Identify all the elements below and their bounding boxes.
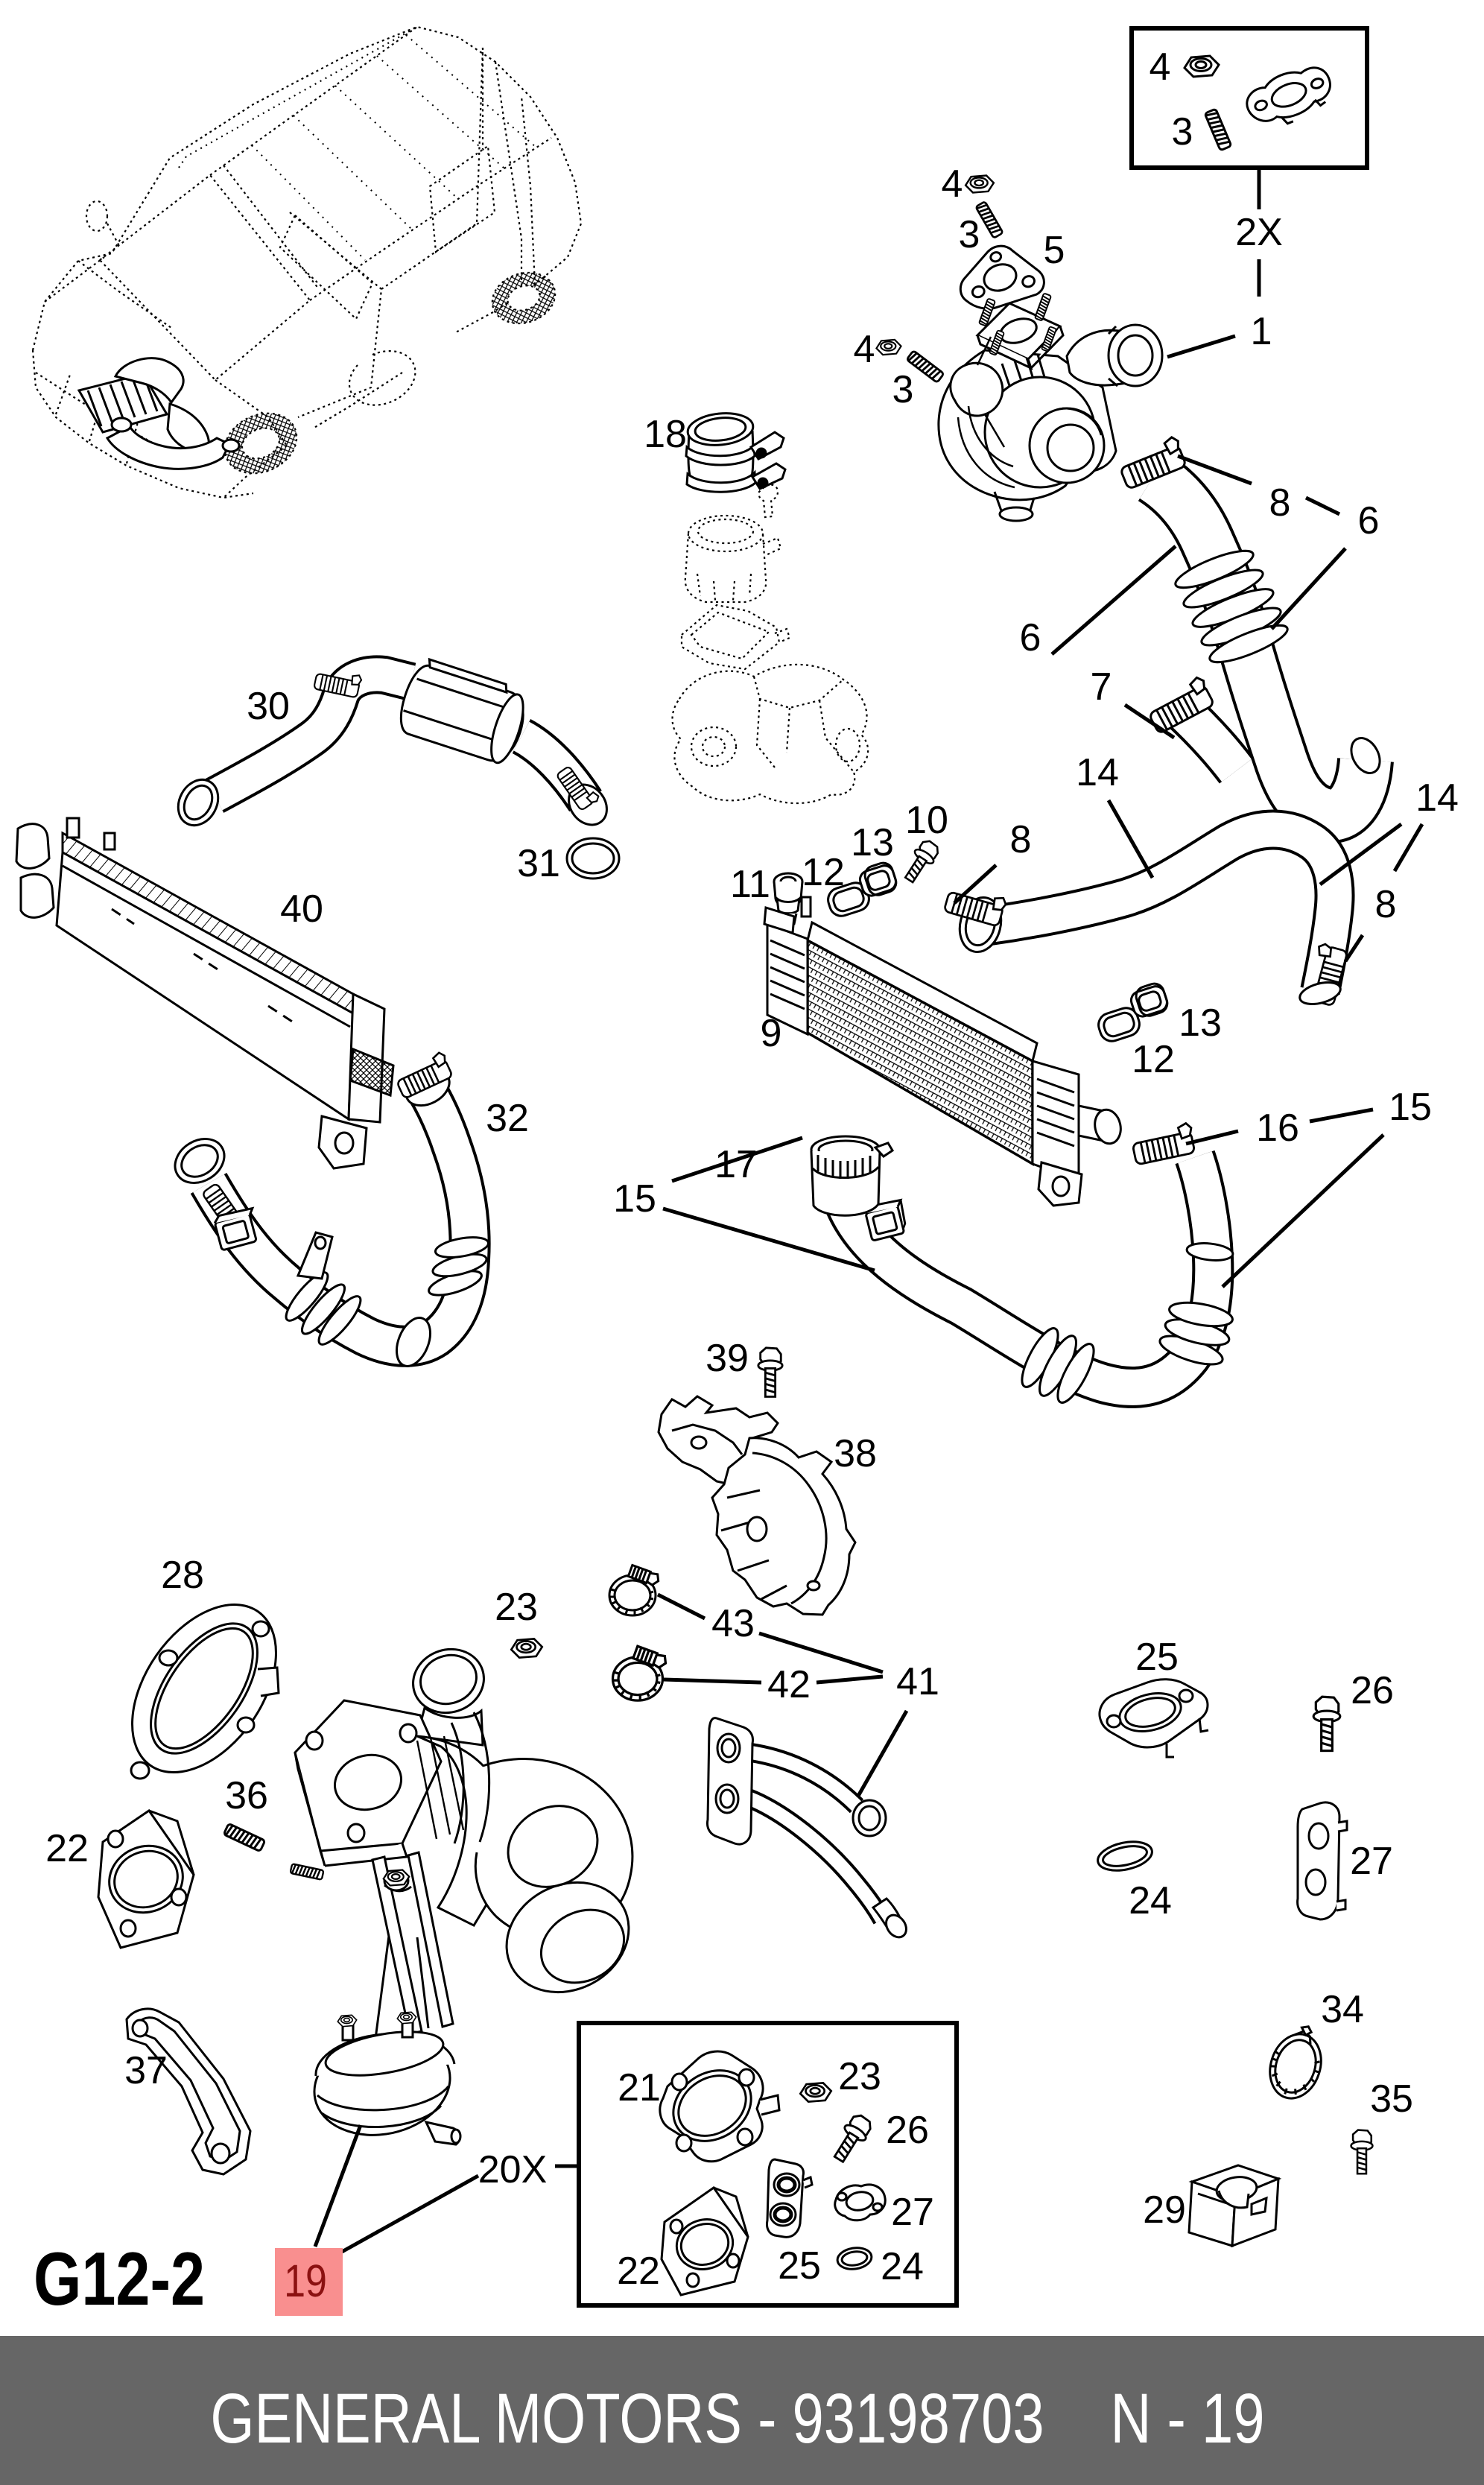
svg-text:36: 36 bbox=[225, 1774, 268, 1817]
svg-text:4: 4 bbox=[942, 162, 963, 206]
svg-text:8: 8 bbox=[1375, 883, 1397, 926]
svg-text:23: 23 bbox=[838, 2055, 881, 2098]
svg-text:25: 25 bbox=[1135, 1636, 1179, 1679]
svg-text:4: 4 bbox=[1150, 45, 1171, 89]
svg-text:3: 3 bbox=[892, 368, 914, 411]
svg-text:13: 13 bbox=[851, 821, 894, 864]
svg-text:8: 8 bbox=[1010, 818, 1032, 861]
svg-text:39: 39 bbox=[705, 1337, 749, 1380]
svg-text:43: 43 bbox=[711, 1602, 755, 1645]
svg-text:27: 27 bbox=[891, 2191, 934, 2234]
svg-text:1: 1 bbox=[1251, 310, 1272, 353]
svg-text:2X: 2X bbox=[1235, 211, 1283, 254]
svg-text:6: 6 bbox=[1020, 616, 1041, 659]
svg-text:15: 15 bbox=[1389, 1086, 1432, 1129]
svg-text:9: 9 bbox=[761, 1012, 782, 1055]
svg-text:22: 22 bbox=[45, 1827, 89, 1870]
svg-text:3: 3 bbox=[959, 213, 980, 256]
svg-text:40: 40 bbox=[280, 887, 323, 931]
svg-text:38: 38 bbox=[834, 1432, 877, 1475]
svg-text:19: 19 bbox=[284, 2256, 327, 2307]
svg-text:GENERAL MOTORS - 93198703: GENERAL MOTORS - 93198703 bbox=[210, 2379, 1044, 2458]
svg-text:11: 11 bbox=[730, 863, 770, 906]
svg-text:31: 31 bbox=[517, 842, 560, 885]
svg-text:18: 18 bbox=[644, 413, 687, 456]
svg-text:27: 27 bbox=[1350, 1840, 1393, 1883]
svg-text:N - 19: N - 19 bbox=[1111, 2379, 1265, 2458]
svg-text:24: 24 bbox=[1129, 1879, 1172, 1922]
svg-text:42: 42 bbox=[767, 1663, 811, 1706]
svg-text:12: 12 bbox=[1132, 1038, 1175, 1081]
svg-text:32: 32 bbox=[486, 1097, 529, 1140]
svg-text:41: 41 bbox=[896, 1660, 939, 1703]
svg-text:25: 25 bbox=[778, 2244, 821, 2288]
svg-text:34: 34 bbox=[1321, 1988, 1364, 2031]
svg-text:3: 3 bbox=[1172, 110, 1193, 153]
svg-text:28: 28 bbox=[161, 1554, 204, 1597]
svg-text:24: 24 bbox=[881, 2245, 924, 2288]
svg-text:6: 6 bbox=[1358, 499, 1380, 542]
svg-text:30: 30 bbox=[247, 685, 290, 728]
svg-text:16: 16 bbox=[1256, 1107, 1299, 1150]
svg-text:22: 22 bbox=[617, 2250, 660, 2293]
svg-text:14: 14 bbox=[1415, 776, 1459, 820]
svg-text:37: 37 bbox=[124, 2049, 168, 2092]
svg-text:12: 12 bbox=[802, 851, 845, 894]
svg-text:14: 14 bbox=[1076, 751, 1119, 794]
svg-text:13: 13 bbox=[1179, 1001, 1222, 1045]
svg-text:29: 29 bbox=[1143, 2188, 1186, 2232]
svg-text:26: 26 bbox=[1351, 1669, 1394, 1712]
svg-text:8: 8 bbox=[1269, 481, 1291, 525]
svg-text:26: 26 bbox=[886, 2109, 929, 2152]
svg-text:21: 21 bbox=[618, 2066, 661, 2109]
svg-text:4: 4 bbox=[854, 328, 875, 371]
svg-text:7: 7 bbox=[1091, 665, 1112, 709]
svg-text:5: 5 bbox=[1044, 229, 1065, 272]
svg-text:15: 15 bbox=[613, 1177, 656, 1221]
svg-text:10: 10 bbox=[905, 799, 948, 842]
svg-text:17: 17 bbox=[714, 1143, 758, 1186]
svg-text:23: 23 bbox=[495, 1586, 538, 1629]
svg-text:35: 35 bbox=[1370, 2077, 1413, 2121]
svg-text:20X: 20X bbox=[478, 2148, 548, 2191]
svg-text:G12-2: G12-2 bbox=[34, 2236, 205, 2321]
